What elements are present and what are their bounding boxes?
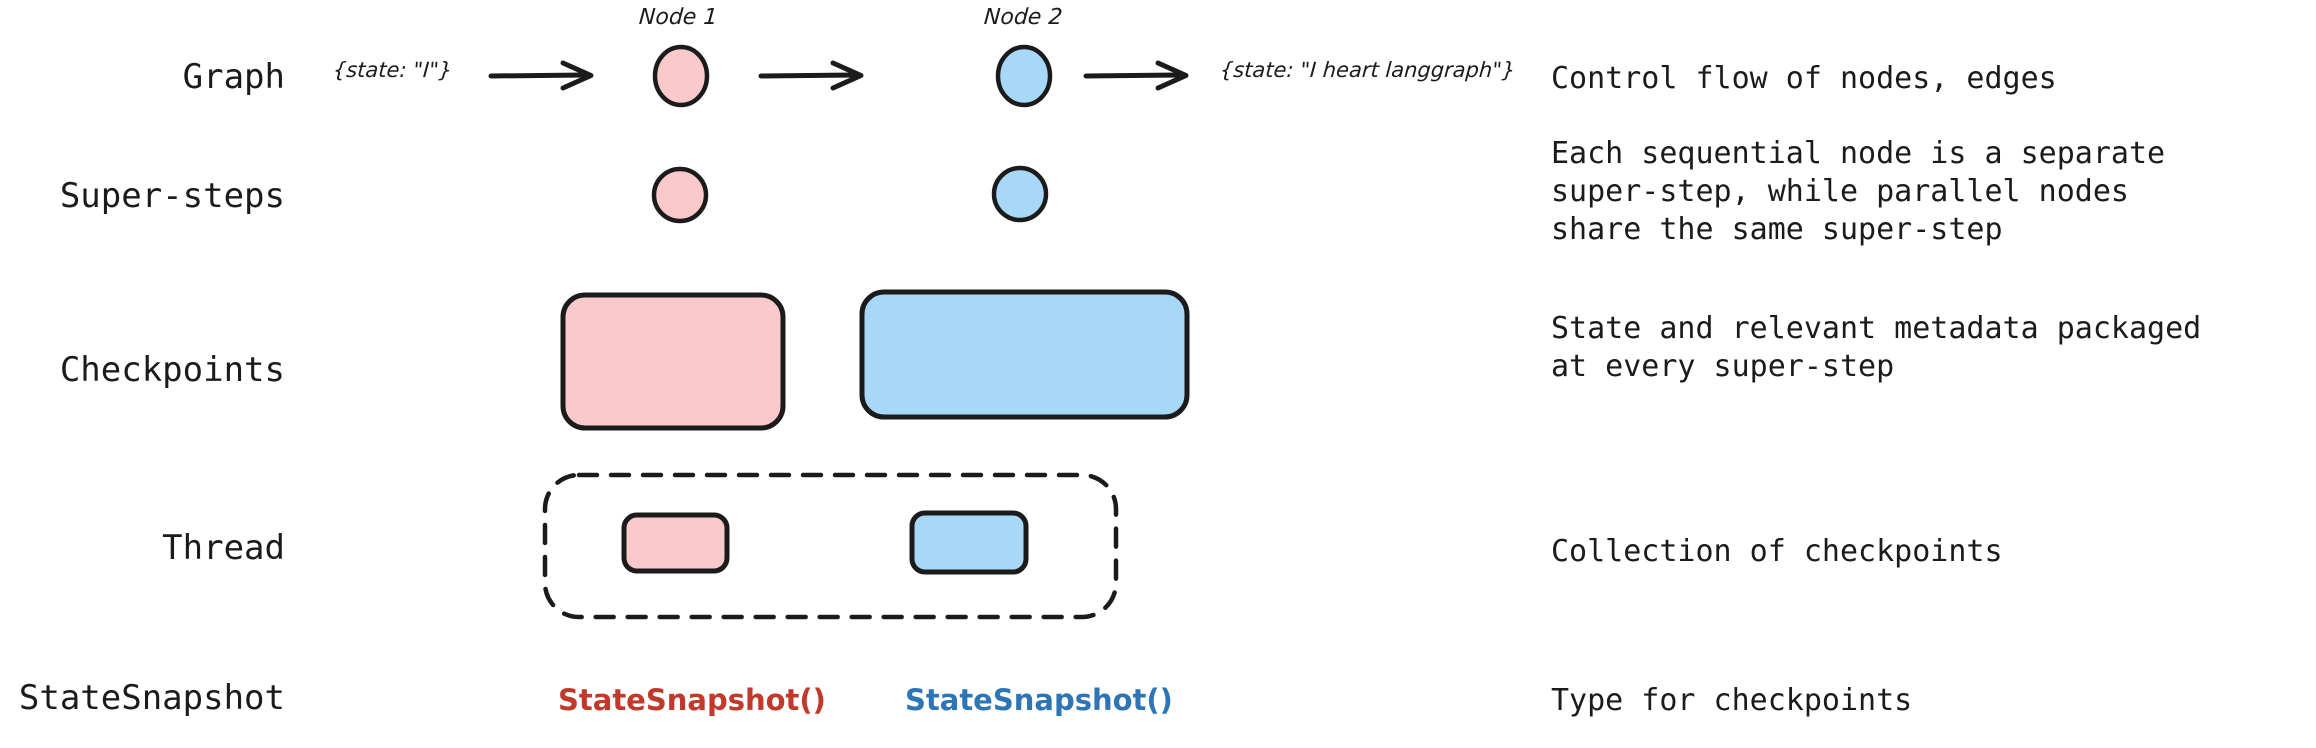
- graph-node-1-circle: [652, 44, 710, 108]
- row-label-statesnapshot: StateSnapshot: [18, 678, 285, 718]
- checkpoint-card-blue: [859, 289, 1190, 420]
- thread-dashed-container: [542, 472, 1119, 620]
- thread-chip-pink: [621, 512, 730, 574]
- row-label-graph: Graph: [182, 57, 285, 97]
- row-label-checkpoints: Checkpoints: [59, 350, 285, 390]
- description-checkpoints: State and relevant metadata packaged at …: [1551, 311, 2202, 384]
- row-label-super-steps: Super-steps: [59, 176, 285, 216]
- checkpoint-card-pink: [560, 292, 786, 431]
- superstep-node-1-circle: [651, 166, 709, 224]
- graph-arrow-1: [488, 60, 594, 91]
- graph-arrow-3: [1083, 60, 1189, 91]
- superstep-node-2-circle: [991, 165, 1049, 223]
- description-graph: Control flow of nodes, edges: [1551, 61, 2057, 96]
- graph-node-2-circle: [995, 44, 1053, 108]
- statesnapshot-label-blue: StateSnapshot(): [905, 683, 1173, 717]
- description-super-steps: Each sequential node is a separate super…: [1551, 136, 2166, 247]
- row-label-thread: Thread: [162, 528, 285, 568]
- description-statesnapshot: Type for checkpoints: [1551, 683, 1913, 718]
- thread-chip-blue: [909, 510, 1029, 575]
- statesnapshot-label-pink: StateSnapshot(): [558, 683, 826, 717]
- graph-arrow-2: [758, 60, 864, 91]
- description-thread: Collection of checkpoints: [1551, 534, 2003, 569]
